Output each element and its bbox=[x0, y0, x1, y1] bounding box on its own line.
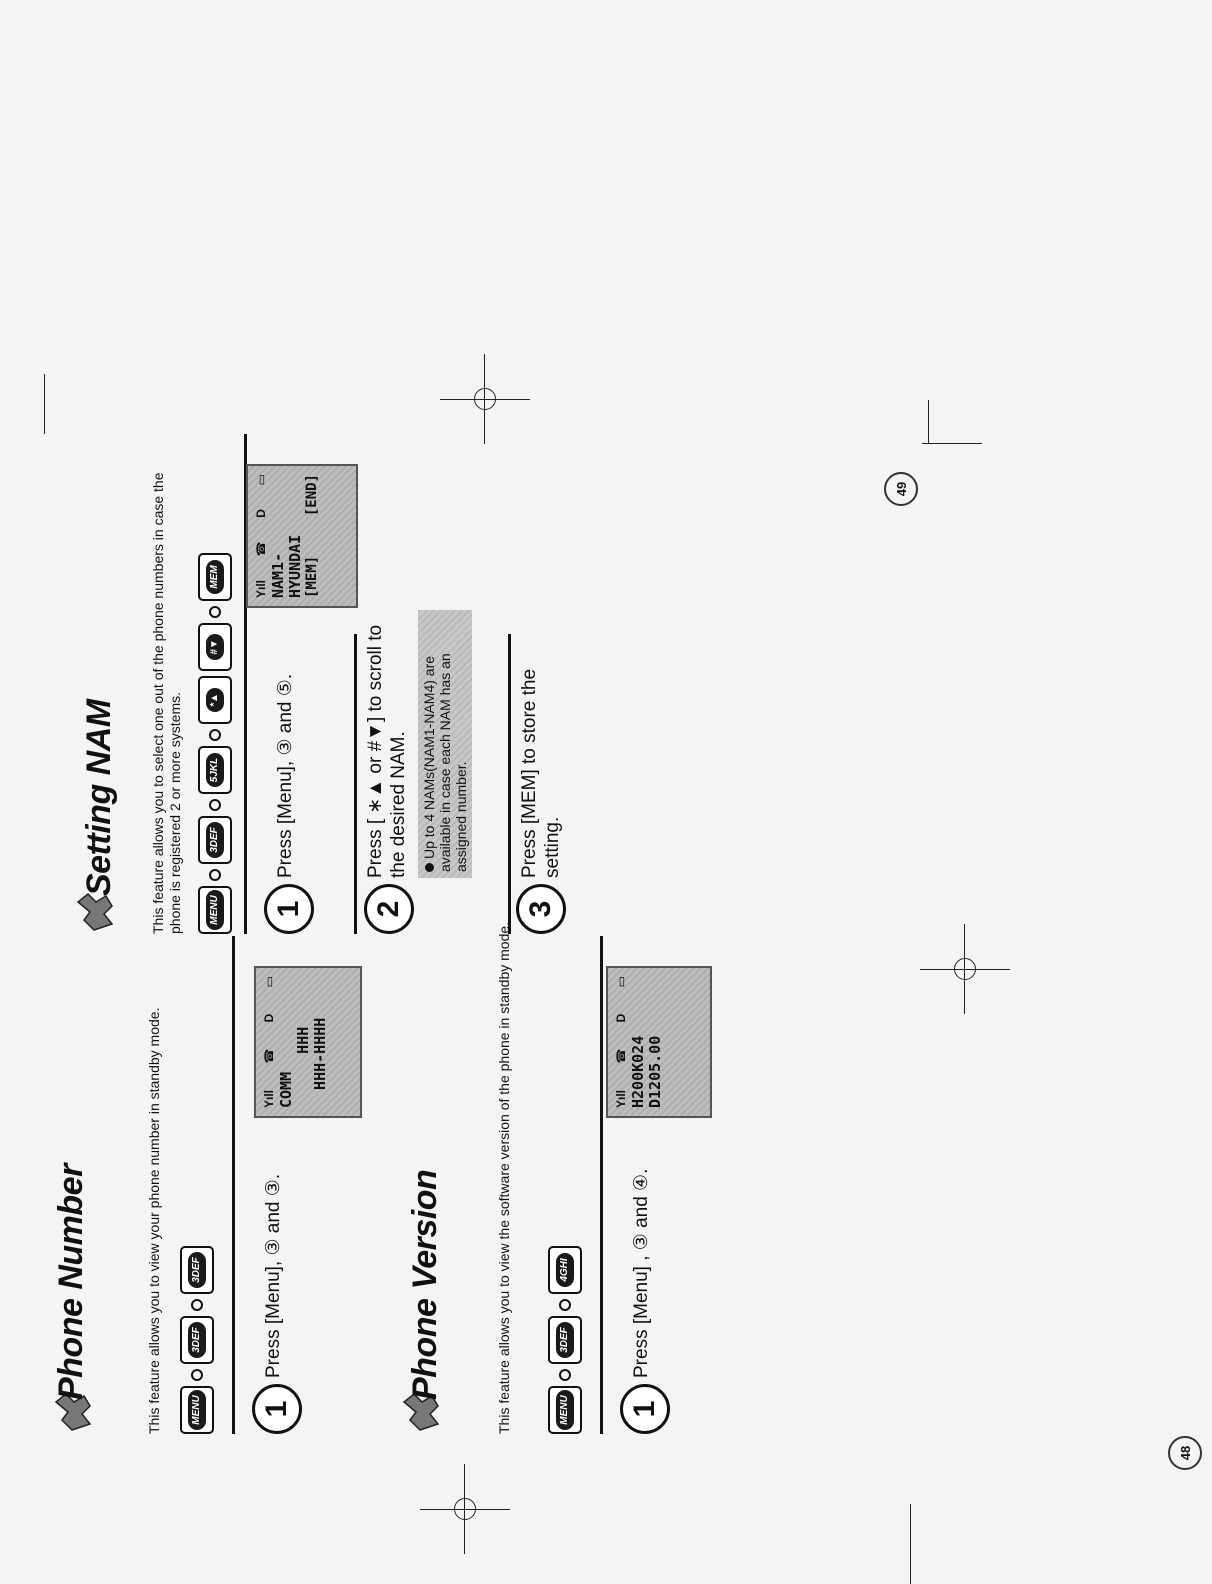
key-3: 3DEF bbox=[198, 816, 232, 864]
phone-version-keys: MENU 3DEF 4GHI bbox=[548, 1246, 582, 1434]
arrow-icon bbox=[191, 1369, 203, 1381]
lcd-status-bar: Yıll ☎ D ▭ bbox=[254, 474, 268, 598]
phone-icon: ☎ bbox=[614, 1048, 628, 1064]
key-3: 3DEF bbox=[548, 1316, 582, 1364]
divider bbox=[354, 634, 357, 934]
step-text: Press [Menu], ③ and ⑤. bbox=[275, 673, 296, 878]
setting-nam-keys: MENU 3DEF 5JKL *▲ #▼ MEM bbox=[198, 553, 232, 934]
step-text: Press [MEM] to store the setting. bbox=[519, 668, 563, 878]
key-4: 4GHI bbox=[548, 1246, 582, 1294]
puzzle-logo-icon bbox=[76, 892, 114, 931]
lcd-softkeys: [MEM] [END] bbox=[304, 474, 320, 598]
phone-number-keys: MENU 3DEF 3DEF bbox=[180, 1246, 214, 1434]
softkey-end: [END] bbox=[304, 474, 320, 517]
arrow-icon bbox=[559, 1369, 571, 1381]
bullet-icon bbox=[425, 863, 434, 872]
lcd-line: HHH bbox=[294, 1026, 312, 1108]
trim-mark bbox=[44, 374, 45, 434]
phone-icon: ☎ bbox=[262, 1048, 276, 1064]
lcd-line: H200K024 bbox=[629, 1035, 647, 1108]
arrow-icon bbox=[559, 1299, 571, 1311]
arrow-icon bbox=[209, 606, 221, 618]
softkey-mem: [MEM] bbox=[304, 555, 320, 598]
phone-number-title: Phone Number bbox=[52, 1164, 90, 1400]
arrow-icon bbox=[209, 869, 221, 881]
trim-mark bbox=[922, 443, 982, 444]
mem-key: MEM bbox=[198, 553, 232, 601]
step-number: 1 bbox=[620, 1384, 670, 1434]
signal-icon: Yıll bbox=[254, 579, 268, 598]
lcd-screen: Yıll ☎ D ▭ COMM HHH HHH-HHHH bbox=[254, 966, 362, 1118]
lcd-line: D1205.00 bbox=[646, 1035, 664, 1108]
note-text: Up to 4 NAMs(NAM1-NAM4) are available in… bbox=[421, 653, 469, 872]
phone-number-description: This feature allows you to view your pho… bbox=[146, 1007, 162, 1434]
lcd-line: COMM bbox=[277, 1071, 295, 1108]
step-text: Press [Menu], ③ and ③. bbox=[263, 1173, 284, 1378]
registration-mark bbox=[920, 924, 1010, 1014]
digital-icon: D bbox=[262, 1013, 276, 1023]
trim-mark bbox=[928, 400, 929, 444]
signal-icon: Yıll bbox=[262, 1089, 276, 1108]
key-star-up: *▲ bbox=[198, 676, 232, 724]
phone-version-title: Phone Version bbox=[406, 1169, 444, 1400]
step-text: Press [ ∗▲ or #▼] to scroll to the desir… bbox=[365, 624, 409, 878]
phone-icon: ☎ bbox=[254, 541, 268, 557]
battery-icon: ▭ bbox=[262, 976, 276, 988]
digital-icon: D bbox=[254, 509, 268, 518]
menu-key: MENU bbox=[180, 1386, 214, 1434]
lcd-status-bar: Yıll ☎ D ▭ bbox=[262, 976, 276, 1108]
divider bbox=[600, 936, 603, 1434]
divider bbox=[232, 936, 235, 1434]
lcd-screen: Yıll ☎ D ▭ H200K024 D1205.00 bbox=[606, 966, 712, 1118]
puzzle-logo-icon bbox=[54, 1392, 92, 1431]
key-pound-down: #▼ bbox=[198, 623, 232, 671]
menu-key: MENU bbox=[548, 1386, 582, 1434]
battery-icon: ▭ bbox=[614, 976, 628, 988]
page-number: 48 bbox=[1168, 1436, 1202, 1470]
page-number: 49 bbox=[884, 472, 918, 506]
lcd-line: NAM1- bbox=[269, 552, 287, 598]
step-text: Press [Menu] , ③ and ④. bbox=[631, 1168, 652, 1378]
signal-icon: Yıll bbox=[614, 1089, 628, 1108]
lcd-line: HHH-HHHH bbox=[311, 1017, 329, 1108]
step-number: 1 bbox=[252, 1384, 302, 1434]
divider bbox=[508, 634, 511, 934]
step-number: 1 bbox=[264, 884, 314, 934]
registration-mark bbox=[420, 1464, 510, 1554]
setting-nam-title: Setting NAM bbox=[80, 699, 118, 896]
key-3: 3DEF bbox=[180, 1246, 214, 1294]
lcd-line: HYUNDAI bbox=[286, 534, 304, 598]
digital-icon: D bbox=[614, 1013, 628, 1023]
menu-key: MENU bbox=[198, 886, 232, 934]
step-number: 2 bbox=[364, 884, 414, 934]
note-box: Up to 4 NAMs(NAM1-NAM4) are available in… bbox=[418, 610, 472, 878]
arrow-icon bbox=[209, 729, 221, 741]
lcd-screen: Yıll ☎ D ▭ NAM1- HYUNDAI [MEM] [END] bbox=[246, 464, 358, 608]
key-5: 5JKL bbox=[198, 746, 232, 794]
arrow-icon bbox=[209, 799, 221, 811]
battery-icon: ▭ bbox=[254, 474, 268, 486]
key-3: 3DEF bbox=[180, 1316, 214, 1364]
registration-mark bbox=[440, 354, 530, 444]
trim-mark bbox=[910, 1504, 911, 1584]
arrow-icon bbox=[191, 1299, 203, 1311]
setting-nam-description: This feature allows you to select one ou… bbox=[150, 472, 183, 934]
puzzle-logo-icon bbox=[402, 1392, 440, 1431]
phone-version-description: This feature allows you to view the soft… bbox=[496, 921, 512, 1434]
lcd-status-bar: Yıll ☎ D ▭ bbox=[614, 976, 628, 1108]
step-number: 3 bbox=[516, 884, 566, 934]
